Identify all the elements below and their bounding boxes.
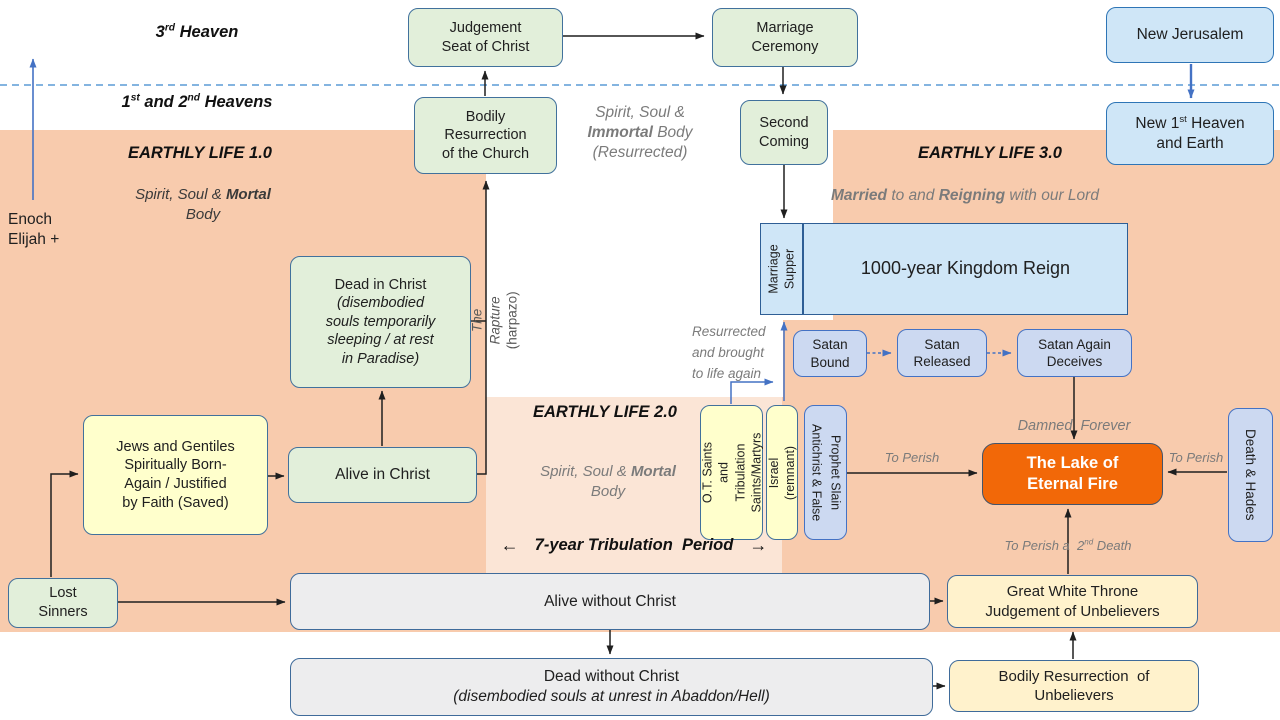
to-perish-left-label: To Perish (884, 450, 940, 465)
enoch-elijah-label: Enoch Elijah + (8, 211, 60, 249)
immortal-body-note: Spirit, Soul &Immortal Body(Resurrected) (587, 104, 693, 162)
box-lake-of-fire: The Lake of Eternal Fire (982, 443, 1163, 505)
third-heaven-label: 3rd Heaven (155, 22, 239, 41)
rapture-label: The Rapture (harpazo) (470, 233, 520, 408)
box-satan-again-deceives: Satan Again Deceives (1017, 329, 1132, 377)
married-reigning-note: Married to and Reigning with our Lord (831, 187, 1099, 204)
tribulation-right-arrow-icon: → (749, 535, 768, 555)
earthly-life-3-title: EARTHLY LIFE 3.0 (918, 144, 1062, 162)
box-ot-saints: O.T. Saints and Tribulation Saints/Marty… (700, 405, 763, 540)
tribulation-left-arrow-icon: ← (500, 535, 519, 555)
box-kingdom-reign: 1000-year Kingdom Reign (803, 223, 1128, 315)
box-marriage-supper: Marriage Supper (760, 223, 803, 315)
box-alive-in-christ: Alive in Christ (288, 447, 477, 503)
earthly-life-2-title: EARTHLY LIFE 2.0 (533, 403, 677, 421)
box-israel-remnant: Israel (remnant) (766, 405, 798, 540)
box-alive-without-christ: Alive without Christ (290, 573, 930, 630)
first-second-heavens-label: 1st and 2nd Heavens (121, 92, 273, 111)
box-great-white-throne: Great White Throne Judgement of Unbeliev… (947, 575, 1198, 628)
rapture-label-text: The Rapture (harpazo) (469, 291, 520, 350)
box-judgement-seat: Judgement Seat of Christ (408, 8, 563, 67)
box-lost-sinners: Lost Sinners (8, 578, 118, 628)
to-perish-right-label: To Perish (1168, 450, 1224, 465)
box-jews-gentiles: Jews and Gentiles Spiritually Born- Agai… (83, 415, 268, 535)
box-antichrist-slain: Antichrist & False Prophet Slain (804, 405, 847, 540)
box-new-jerusalem: New Jerusalem (1106, 7, 1274, 63)
tribulation-period-label: ← 7-year Tribulation Period → (486, 534, 782, 557)
box-satan-bound: Satan Bound (793, 330, 867, 377)
box-dead-in-christ: Dead in Christ(disembodied souls tempora… (290, 256, 471, 388)
second-death-label: To Perish a 2nd Death (1004, 537, 1132, 553)
box-second-coming: Second Coming (740, 100, 828, 165)
box-marriage-ceremony: Marriage Ceremony (712, 8, 858, 67)
box-bodily-resurrection-unbelievers: Bodily Resurrection of Unbelievers (949, 660, 1199, 712)
earthly-life-1-title: EARTHLY LIFE 1.0 (128, 144, 272, 162)
box-death-hades: Death & Hades (1228, 408, 1273, 542)
damned-forever-label: Damned Forever (1017, 418, 1131, 434)
box-satan-released: Satan Released (897, 329, 987, 377)
resurrected-note: Resurrected and brought to life again (692, 324, 766, 381)
box-dead-without-christ: Dead without Christ(disembodied souls at… (290, 658, 933, 716)
box-bodily-resurrection-church: Bodily Resurrection of the Church (414, 97, 557, 174)
